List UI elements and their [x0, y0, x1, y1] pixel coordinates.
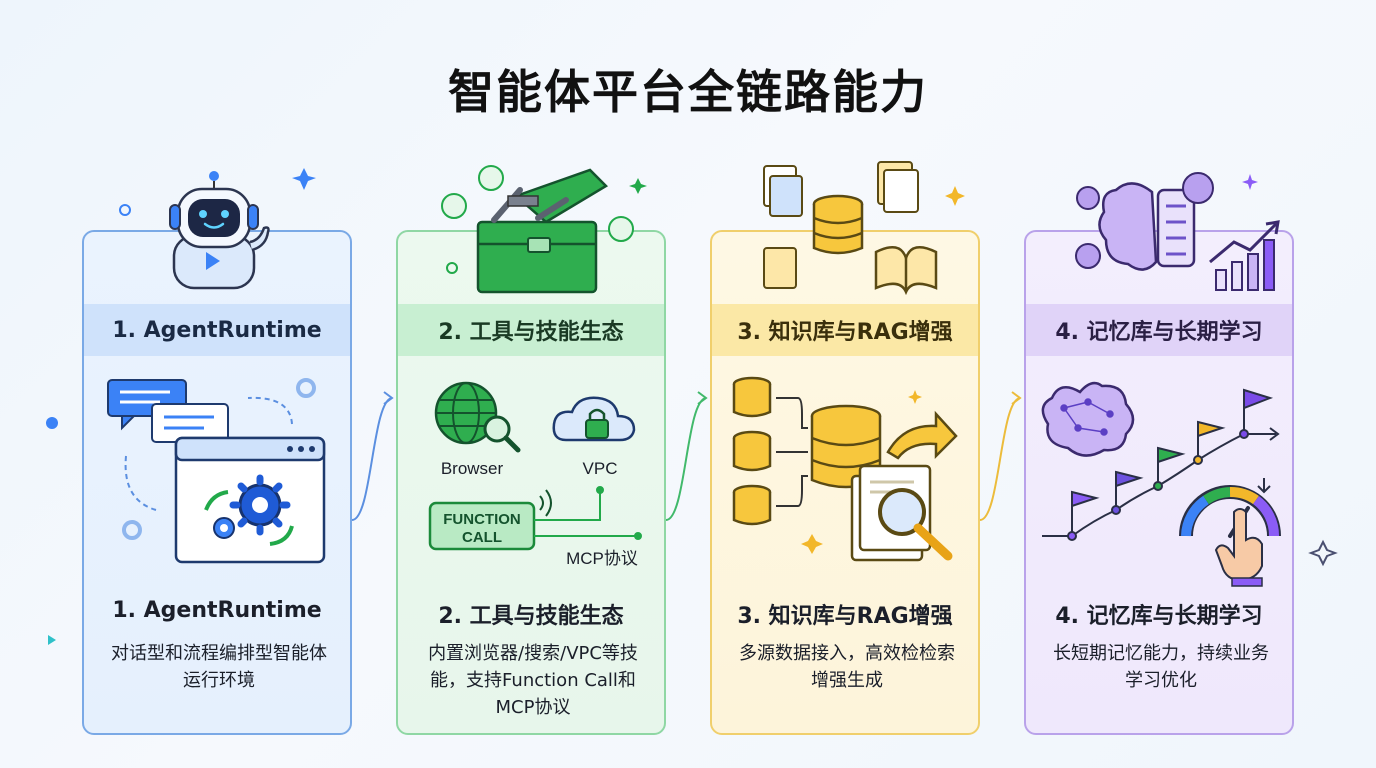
card-agentruntime: 1. AgentRuntime 1. AgentRuntime 对话型和流程编排…: [82, 230, 352, 735]
card-header: 3. 知识库与RAG增强: [712, 304, 978, 356]
dot-icon: [46, 417, 58, 429]
card-title: 2. 工具与技能生态: [438, 604, 624, 629]
card-title: 4. 记忆库与长期学习: [1055, 604, 1263, 629]
card-title: 1. AgentRuntime: [112, 598, 322, 623]
dot-icon: [119, 204, 131, 216]
card-knowledge-rag: 3. 知识库与RAG增强 3. 知识库与RAG增强 多源数据接入，高效检检索增强…: [710, 230, 980, 735]
connector-arrow: [351, 391, 394, 521]
card-header: 1. AgentRuntime: [84, 304, 350, 356]
card-header: 2. 工具与技能生态: [398, 304, 664, 356]
card-header: 4. 记忆库与长期学习: [1026, 304, 1292, 356]
connector-arrow: [665, 391, 708, 521]
card-memory-learning: 4. 记忆库与长期学习 4. 记忆库与长期学习 长短期记忆能力，持续业务学习优化: [1024, 230, 1294, 735]
page-title: 智能体平台全链路能力: [448, 65, 928, 119]
card-description: 多源数据接入，高效检检索增强生成: [739, 643, 955, 691]
card-title: 3. 知识库与RAG增强: [737, 604, 953, 629]
card-description: 对话型和流程编排型智能体运行环境: [111, 643, 327, 691]
card-tools-skills: 2. 工具与技能生态 2. 工具与技能生态 内置浏览器/搜索/VPC等技能，支持…: [396, 230, 666, 735]
connector-arrow: [979, 391, 1022, 521]
triangle-icon: [48, 635, 56, 645]
card-description: 长短期记忆能力，持续业务学习优化: [1053, 643, 1269, 691]
card-description: 内置浏览器/搜索/VPC等技能，支持Function Call和MCP协议: [428, 643, 638, 718]
